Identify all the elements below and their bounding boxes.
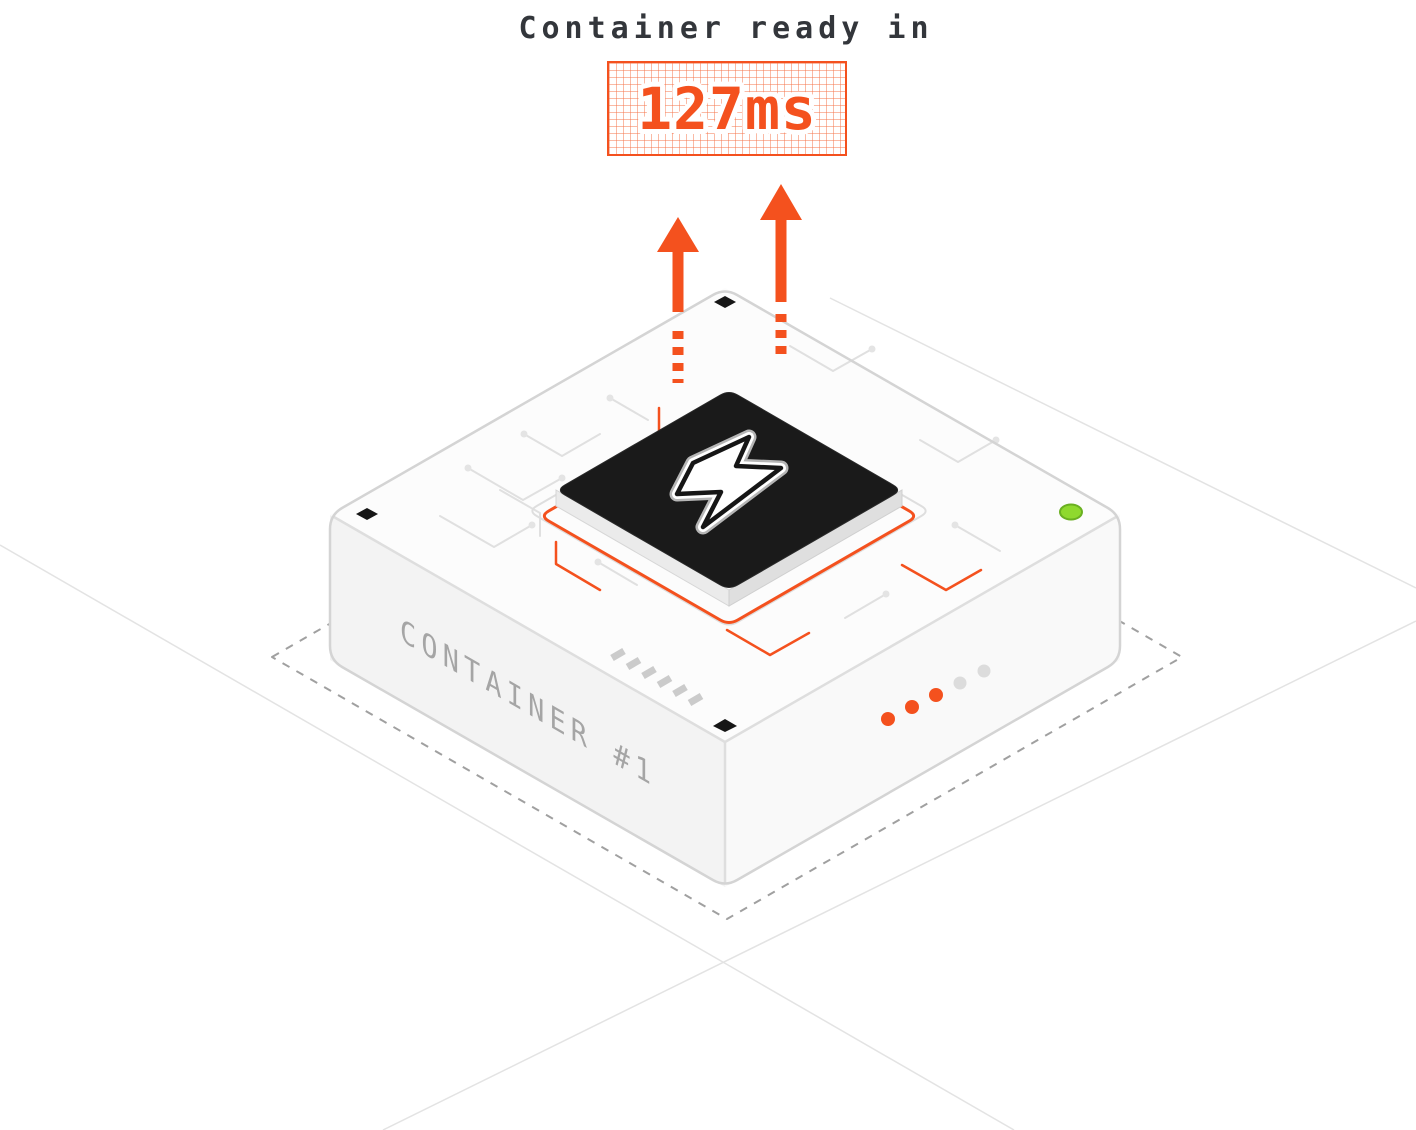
up-arrow-head <box>657 217 699 252</box>
container-box: CONTAINER #1 <box>328 288 1122 887</box>
trace-line <box>597 561 638 586</box>
arrow-dotted-tails <box>672 314 787 383</box>
box-left-face <box>330 515 725 887</box>
guide-line <box>829 297 1416 589</box>
box-right-face <box>725 515 1120 887</box>
trace-pad <box>464 464 472 472</box>
page-title: Container ready in <box>518 11 933 46</box>
trace-line <box>499 489 541 537</box>
up-arrow-icons <box>657 184 802 383</box>
corner-marker-icon <box>713 719 737 732</box>
status-dot <box>929 688 943 702</box>
status-dot <box>881 712 895 726</box>
accent-traces <box>554 406 983 657</box>
latency-value-halo: 127ms <box>637 75 817 143</box>
corner-marker-icon <box>714 296 736 308</box>
trace-line <box>439 515 533 548</box>
chip-assembly <box>531 392 927 626</box>
chevron-bar <box>625 656 642 671</box>
trace-pad <box>606 394 614 402</box>
guide-line <box>0 544 1015 1130</box>
up-arrow-shaft <box>775 218 787 302</box>
dashed-floor-outline <box>271 394 1183 920</box>
latency-value: 127ms <box>637 75 817 143</box>
trace-pad <box>528 521 536 529</box>
chevron-bar <box>641 665 657 680</box>
trace-line <box>523 433 601 457</box>
status-dots <box>881 664 991 726</box>
status-dot <box>905 700 919 714</box>
trace-pad <box>882 590 890 598</box>
trace-line <box>609 397 649 421</box>
chevron-stripes <box>610 647 704 707</box>
accent-trace-line <box>554 540 602 592</box>
latency-badge-mesh <box>607 61 847 156</box>
status-led-icon <box>1059 503 1083 521</box>
accent-trace-line <box>900 563 983 592</box>
chevron-bar <box>610 647 626 662</box>
up-arrow-head <box>760 184 802 220</box>
chevron-bar <box>672 683 688 698</box>
trace-pad <box>558 474 566 482</box>
corner-marker-icon <box>356 508 378 520</box>
trace-pad <box>520 430 528 438</box>
trace-pad <box>868 345 876 353</box>
trace-line <box>954 524 1001 552</box>
trace-pad <box>951 521 959 529</box>
bolt-shape <box>674 434 784 530</box>
latency-badge: 127ms 127ms <box>607 61 847 156</box>
box-silhouette <box>328 290 1122 885</box>
trace-pad <box>594 558 602 566</box>
accent-trace-line <box>725 628 811 657</box>
up-arrow-shaft <box>672 250 684 312</box>
trace-line <box>844 593 887 619</box>
trace-line <box>467 467 563 501</box>
arrow-solid-parts <box>657 184 802 312</box>
guide-line <box>382 620 1416 1130</box>
circuit-traces <box>439 345 1001 619</box>
trace-line <box>789 345 873 372</box>
lightning-bolt-icon <box>669 429 789 535</box>
trace-line <box>919 439 997 463</box>
background-guide-lines <box>0 297 1416 1130</box>
status-dot <box>953 676 967 690</box>
status-dot <box>977 664 991 678</box>
chevron-bar <box>687 692 704 707</box>
chevron-bar <box>656 674 673 689</box>
